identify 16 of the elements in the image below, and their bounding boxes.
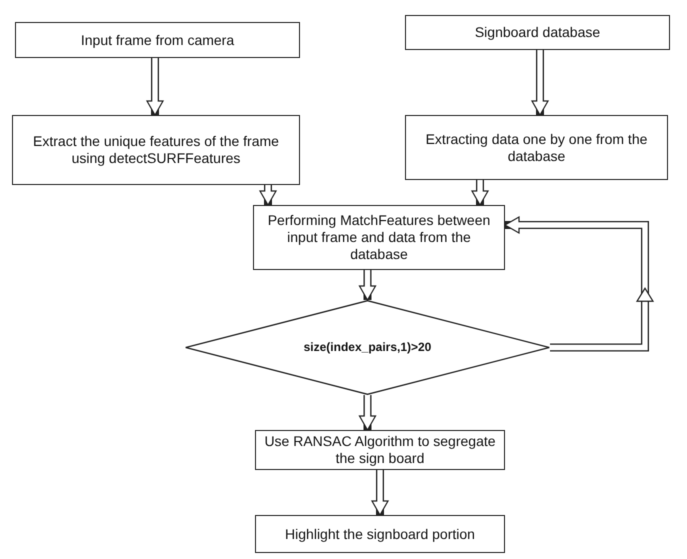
node-text: Signboard database [474, 24, 602, 41]
node-text: Input frame from camera [80, 32, 236, 48]
process-box [12, 115, 300, 185]
node-text: Use RANSAC Algorithm to segregate the sign board [263, 433, 497, 467]
node-text: Performing MatchFeatures between input frame and data from the database [266, 212, 492, 263]
process-box [405, 115, 668, 180]
node-text: Extracting data one by one from the database [424, 130, 648, 164]
process-box [255, 430, 505, 470]
node-text: Highlight the signboard portion [284, 526, 476, 542]
node-text: Extract the unique features of the frame using detectSURFFeatures [32, 133, 280, 167]
process-box [255, 515, 505, 553]
process-box [405, 15, 670, 50]
process-box [15, 22, 300, 58]
node-text: size(index_pairs,1)>20 [302, 340, 432, 355]
decision-diamond [185, 300, 550, 395]
process-box [253, 205, 505, 270]
